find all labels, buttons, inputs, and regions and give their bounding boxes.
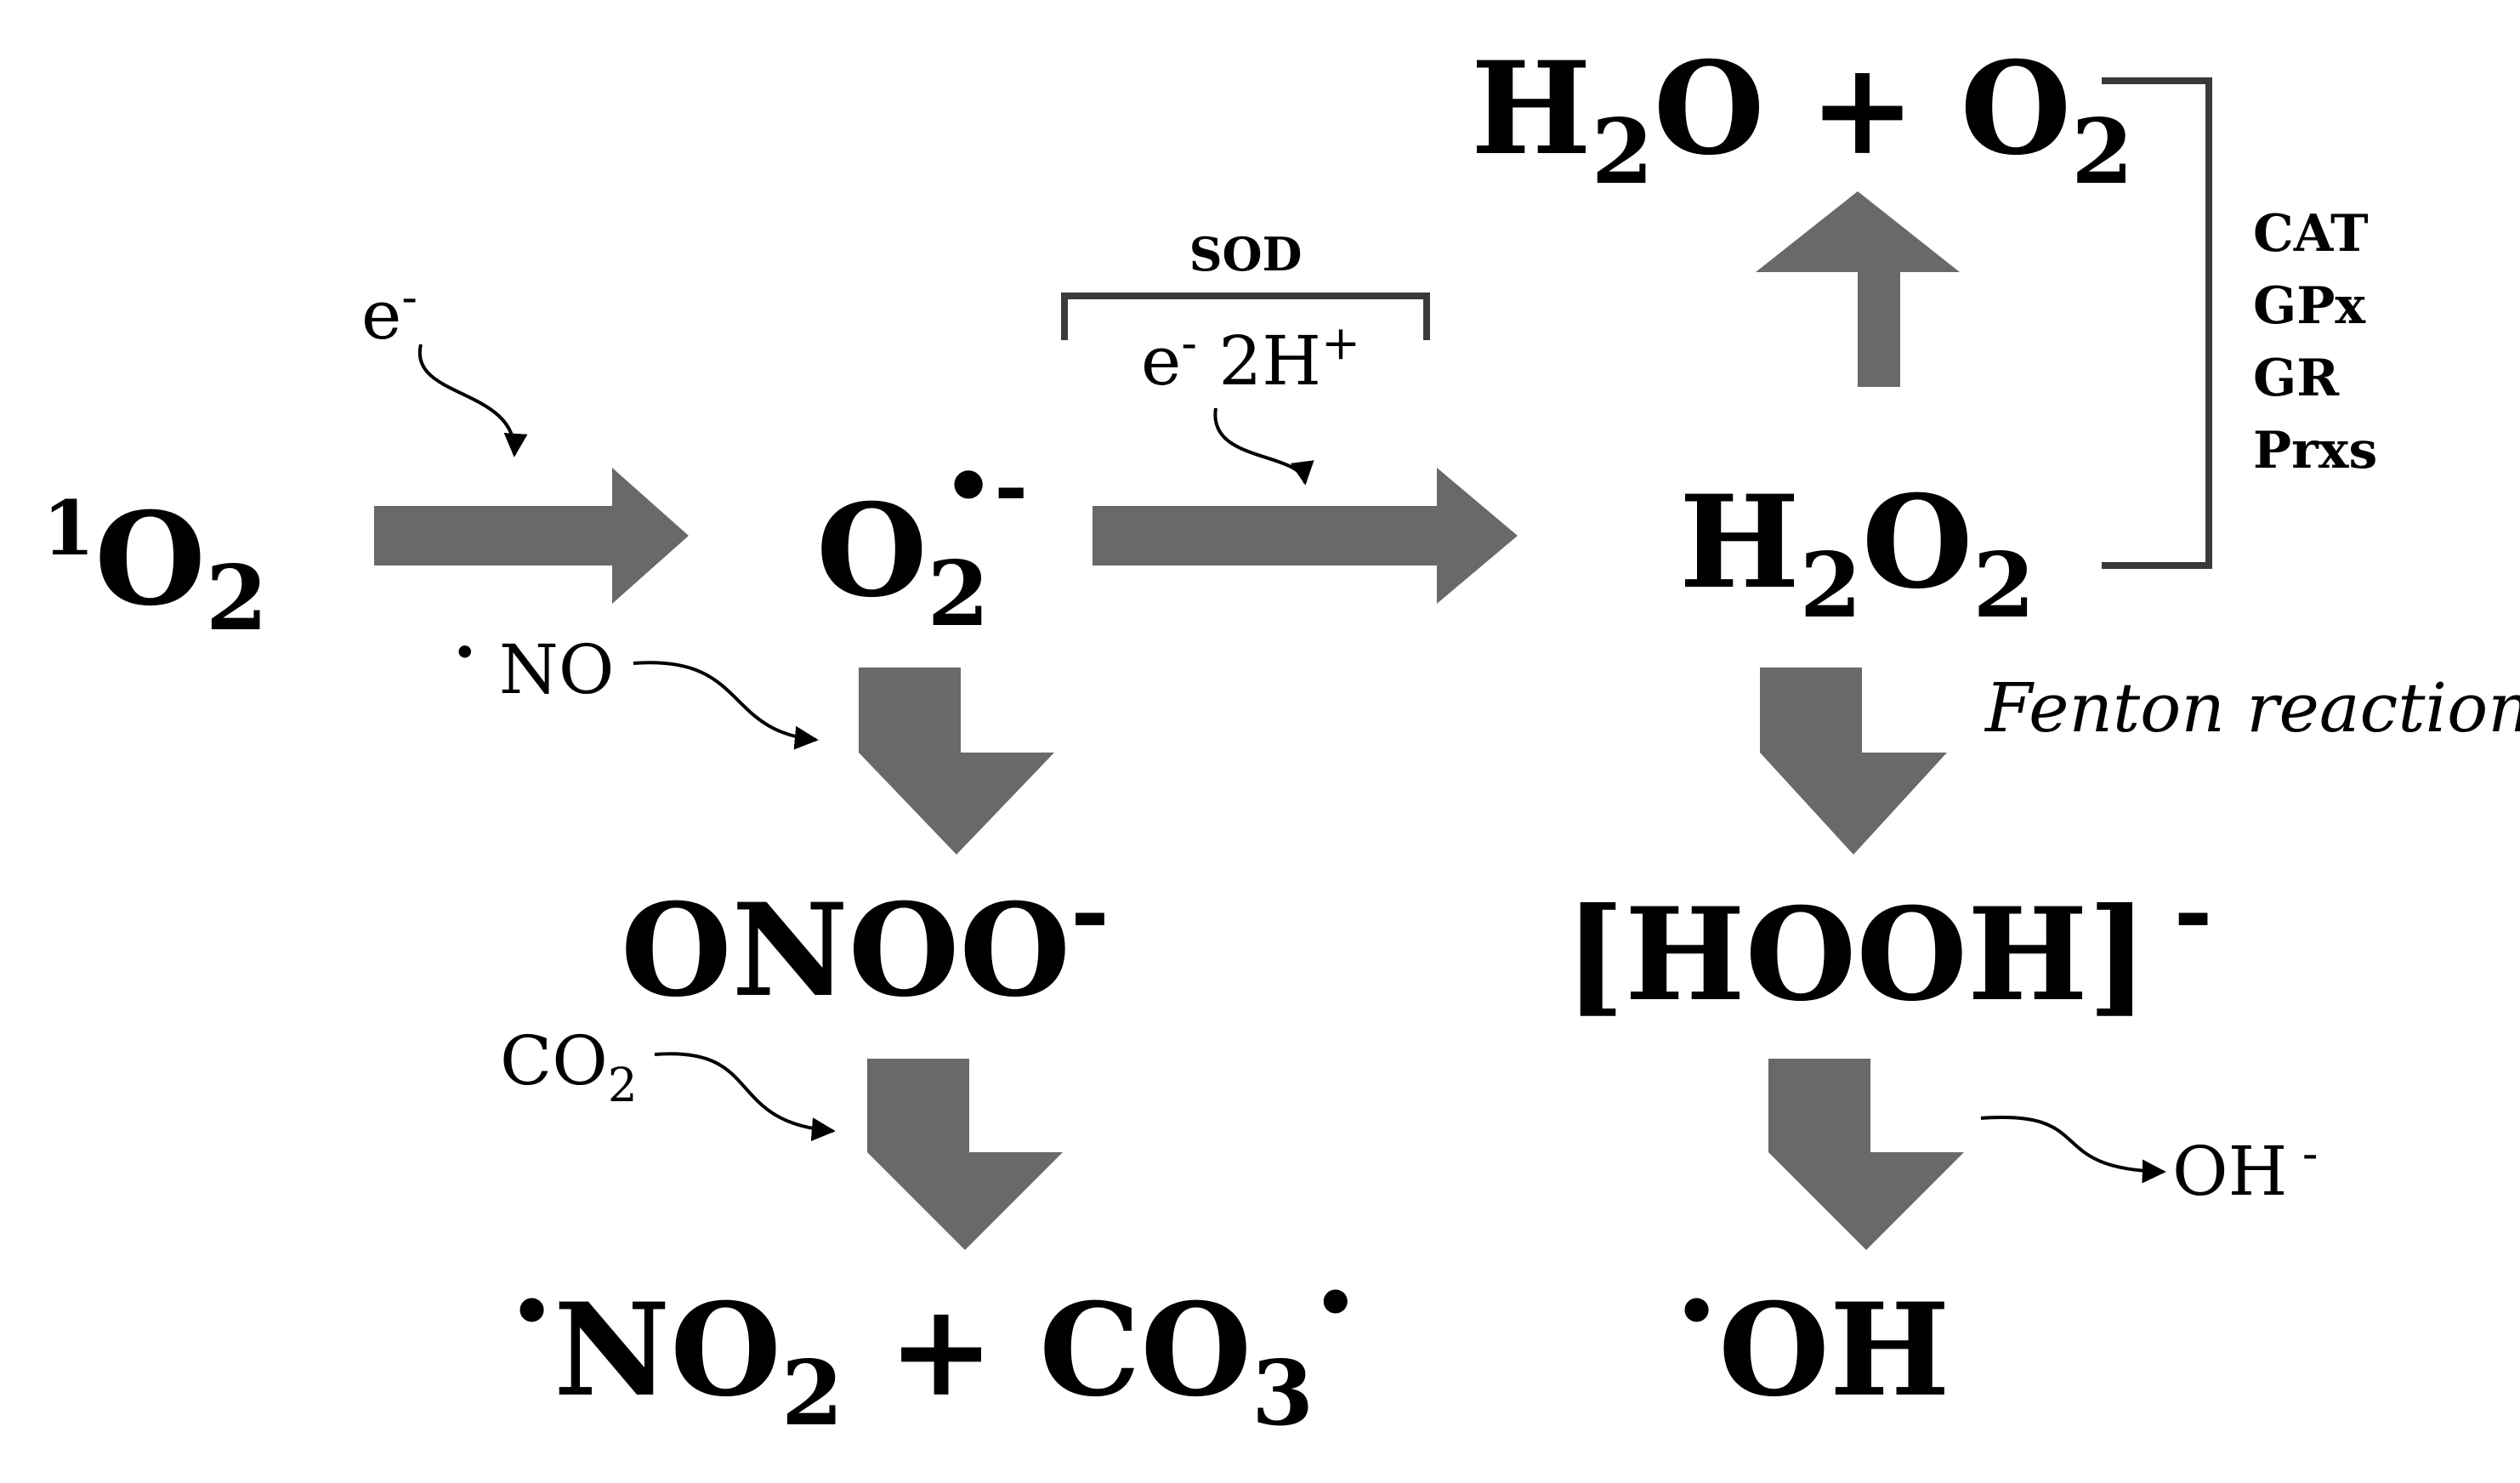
arrow-peroxynitrite-to-products <box>867 1059 1063 1250</box>
sod-bracket <box>1061 293 1430 340</box>
hooh-anion: [HOOH]- <box>1564 856 2212 1030</box>
water-and-oxygen: H2O + O2 <box>1471 34 2133 204</box>
enzyme-label-gr: GR <box>2253 349 2340 408</box>
peroxynitrite: ONOO- <box>621 856 1110 1026</box>
nitric-oxide-reagent: • NO <box>452 628 615 709</box>
arrow-superoxide-to-peroxide <box>1093 468 1518 604</box>
arrow-hooh-to-hydroxyl <box>1768 1059 1964 1250</box>
electron-protons-input-arrow <box>1213 407 1314 486</box>
carbon-dioxide-reagent: CO2 <box>500 1021 638 1112</box>
co2-input-arrow <box>654 1052 836 1142</box>
sod-label: SOD <box>1189 227 1303 281</box>
enzyme-label-prxs: Prxs <box>2253 421 2377 480</box>
enzyme-label-gpx: GPx <box>2253 276 2366 336</box>
enzyme-bracket <box>2102 77 2212 569</box>
arrow-singlet-to-superoxide <box>374 468 689 604</box>
arrow-peroxide-to-water <box>1756 191 1960 387</box>
electron-input-arrow <box>417 344 528 457</box>
nitrogen-dioxide-carbonate-products: •NO2 + CO3• <box>510 1263 1357 1446</box>
electron-reagent: e- <box>361 270 417 355</box>
arrow-superoxide-to-peroxynitrite <box>859 668 1054 855</box>
fenton-reaction-label: Fenton reaction <box>1984 668 2520 747</box>
hydroxide-product: OH - <box>2172 1126 2318 1211</box>
arrow-peroxide-to-hooh <box>1760 668 1947 855</box>
hydroxyl-radical: •OH <box>1675 1271 1950 1425</box>
nitric-oxide-input-arrow <box>633 661 819 750</box>
superoxide: O2•- <box>816 440 1028 646</box>
singlet-oxygen: 1O2 <box>43 484 268 651</box>
electron-protons-reagent: e- 2H+ <box>1141 315 1360 401</box>
enzyme-label-cat: CAT <box>2253 204 2369 264</box>
hydroxide-output-arrow <box>1980 1116 2166 1184</box>
hydrogen-peroxide: H2O2 <box>1679 468 2035 638</box>
